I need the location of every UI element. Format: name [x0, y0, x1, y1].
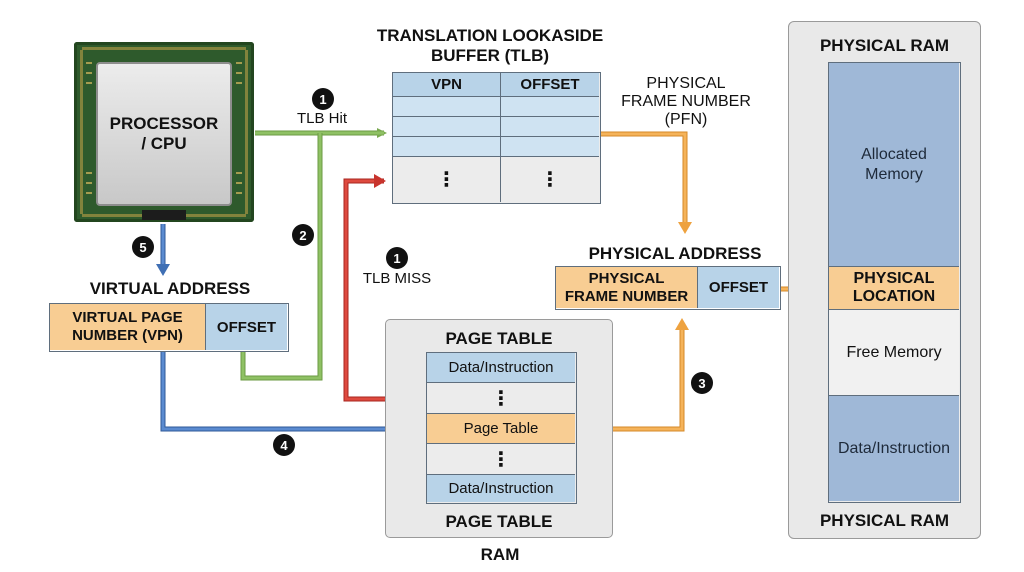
location-line2: LOCATION [852, 288, 936, 305]
pfn-label-line1: PHYSICAL [646, 75, 726, 92]
physical-ram-title-top: PHYSICAL RAM [819, 36, 950, 55]
virtual-address-title: VIRTUAL ADDRESS [89, 279, 251, 298]
processor-label-line2: / CPU [141, 134, 187, 153]
page-table-row-4-text: Data/Instruction [448, 480, 554, 497]
tlb-hit-label: TLB Hit [296, 110, 347, 127]
allocated-line1: Allocated [861, 145, 927, 163]
allocated-memory-block: Allocated Memory [829, 63, 959, 267]
step-5-badge: 5 [132, 236, 154, 258]
pfn-label-line3: (PFN) [664, 111, 708, 128]
step-2-badge: 2 [292, 224, 314, 246]
pfn-label-line2: FRAME NUMBER [621, 93, 751, 110]
data-instruction-block: Data/Instruction [829, 396, 959, 501]
page-table-title-bottom: PAGE TABLE [445, 512, 553, 531]
page-table-row-ellipsis-2: ⋮ [427, 444, 575, 475]
tlb-title-line1: TRANSLATION LOOKASIDE [376, 26, 604, 45]
tlb-header-offset-text: OFFSET [520, 76, 580, 93]
tlb-title: TRANSLATION LOOKASIDE BUFFER (TLB) [360, 26, 620, 66]
page-table-list: Data/Instruction ⋮ Page Table ⋮ Data/Ins… [426, 352, 577, 504]
tlb-header-vpn-text: VPN [431, 76, 462, 93]
page-table-row-1-text: ⋮ [491, 387, 511, 410]
page-table-row-0-text: Data/Instruction [448, 359, 554, 376]
tlb-header-offset: OFFSET [501, 73, 599, 97]
virtual-offset-text: OFFSET [216, 318, 277, 336]
tlb-row [501, 117, 599, 137]
page-table-row-ellipsis-1: ⋮ [427, 383, 575, 414]
physical-ram-title-bottom: PHYSICAL RAM [819, 511, 950, 530]
virtual-offset-cell: OFFSET [206, 304, 287, 350]
pfn-cell-line2: FRAME NUMBER [564, 287, 689, 305]
virtual-address-box: VIRTUAL PAGE NUMBER (VPN) OFFSET [49, 303, 289, 352]
tlb-row [501, 97, 599, 117]
tlb-miss-label: TLB MISS [362, 270, 432, 287]
tlb-row [501, 137, 599, 157]
tlb-table: VPN OFFSET ⋮ ⋮ [392, 72, 601, 204]
processor-chip: PROCESSOR / CPU [74, 42, 254, 222]
physical-address-title: PHYSICAL ADDRESS [588, 244, 762, 263]
tlb-hit-badge: 1 [312, 88, 334, 110]
tlb-ellipsis-offset-text: ⋮ [540, 169, 560, 191]
free-memory-text: Free Memory [846, 343, 942, 361]
tlb-row [393, 97, 501, 117]
page-table-row-page-table: Page Table [427, 414, 575, 444]
cpu-to-virtual-address-arrow [156, 224, 170, 276]
page-table-title-top: PAGE TABLE [445, 329, 553, 348]
processor-die: PROCESSOR / CPU [96, 62, 232, 206]
offset-to-tlb-arrow [240, 133, 323, 381]
tlb-title-line2: BUFFER (TLB) [430, 46, 550, 65]
processor-label-line1: PROCESSOR [109, 114, 219, 133]
step-3-badge: 3 [691, 372, 713, 394]
physical-offset-text: OFFSET [708, 279, 769, 296]
location-line1: PHYSICAL [853, 270, 935, 287]
page-table-row-2-text: Page Table [463, 420, 539, 437]
ram-label: RAM [480, 545, 520, 564]
physical-location-block: PHYSICAL LOCATION [829, 267, 959, 310]
tlb-row [393, 117, 501, 137]
physical-frame-number-cell: PHYSICAL FRAME NUMBER [556, 267, 698, 308]
physical-address-box: PHYSICAL FRAME NUMBER OFFSET [555, 266, 781, 310]
pfn-cell-line1: PHYSICAL [588, 269, 665, 287]
page-table-row-data-top: Data/Instruction [427, 353, 575, 383]
tlb-row [393, 137, 501, 157]
tlb-miss-badge: 1 [386, 247, 408, 269]
allocated-line2: Memory [865, 165, 923, 183]
free-memory-block: Free Memory [829, 310, 959, 396]
virtual-page-number-cell: VIRTUAL PAGE NUMBER (VPN) [50, 304, 206, 350]
physical-ram-column: Allocated Memory PHYSICAL LOCATION Free … [828, 62, 961, 503]
ram-data-text: Data/Instruction [837, 439, 951, 457]
vpn-line2: NUMBER (VPN) [72, 327, 183, 344]
page-table-row-data-bottom: Data/Instruction [427, 475, 575, 502]
processor-bottom-notch [142, 210, 186, 220]
tlb-ellipsis-vpn: ⋮ [393, 157, 501, 202]
page-table-row-3-text: ⋮ [491, 448, 511, 471]
vpn-line1: VIRTUAL PAGE [72, 309, 183, 326]
physical-offset-cell: OFFSET [698, 267, 779, 308]
tlb-header-vpn: VPN [393, 73, 501, 97]
pfn-label: PHYSICAL FRAME NUMBER (PFN) [606, 75, 766, 129]
pfn-arrow [600, 131, 692, 234]
step-4-badge: 4 [273, 434, 295, 456]
tlb-ellipsis-offset: ⋮ [501, 157, 599, 202]
tlb-ellipsis-vpn-text: ⋮ [436, 169, 457, 191]
